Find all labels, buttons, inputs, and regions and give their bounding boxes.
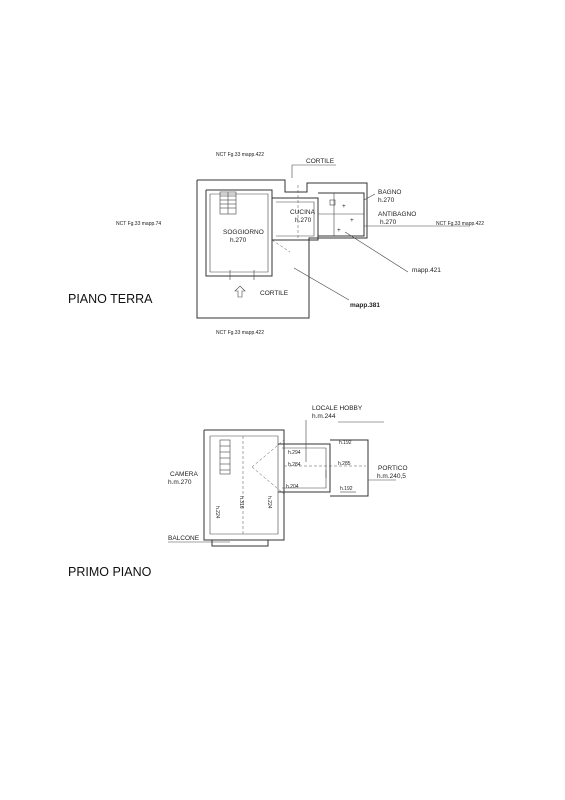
balcone-outline (211, 540, 269, 547)
portico-label: PORTICO (378, 465, 408, 472)
bagno-walls (318, 192, 365, 237)
camera-label: CAMERA (170, 471, 198, 478)
nct-right-label: NCT Fg.33 mapp.422 (436, 221, 484, 227)
h285-label: h.285 (338, 461, 351, 467)
cucina-walls (272, 197, 319, 241)
h204-label: h.204 (286, 484, 299, 490)
bagno-height: h.270 (378, 197, 395, 204)
soggiorno-label: SOGGIORNO (223, 229, 264, 236)
h284-label: h.284 (288, 462, 301, 468)
svg-text:+: + (337, 227, 341, 234)
soggiorno-walls (205, 189, 273, 277)
svg-text:+: + (342, 203, 346, 210)
entrance-arrow-icon (234, 285, 246, 298)
svg-text:+: + (350, 217, 354, 224)
h224-right: h.224 (266, 496, 272, 509)
cortile-bottom-label: CORTILE (260, 290, 289, 297)
locale-hobby-walls (278, 443, 331, 493)
nct-left-label: NCT Fg.33 mapp.74 (116, 221, 161, 227)
bagno-label: BAGNO (378, 189, 401, 196)
camera-height: h.m.270 (168, 479, 192, 486)
portico-height: h.m.240,5 (377, 473, 406, 480)
h316-label: h.316 (238, 496, 244, 509)
soggiorno-height: h.270 (230, 237, 247, 244)
nct-top-label: NCT Fg.33 mapp.422 (216, 152, 264, 158)
stairs-icon (219, 439, 231, 475)
balcone-label: BALCONE (168, 535, 200, 542)
antibagno-label: ANTIBAGNO (378, 211, 416, 218)
cucina-label: CUCINA (290, 209, 316, 216)
first-floor-plan: LOCALE HOBBY h.m.244 h.192 h.294 h.284 h… (68, 405, 408, 579)
primo-piano-title: PRIMO PIANO (68, 565, 152, 579)
camera-walls (203, 429, 285, 541)
nct-bottom-label: NCT Fg.33 mapp.422 (216, 330, 264, 336)
antibagno-height: h.270 (380, 219, 397, 226)
h192-bottom: h.192 (340, 486, 353, 492)
locale-hobby-label: LOCALE HOBBY (312, 405, 363, 412)
cortile-top-label: CORTILE (306, 158, 335, 165)
h294-label: h.294 (288, 450, 301, 456)
piano-terra-title: PIANO TERRA (68, 292, 153, 306)
portico-outline (330, 439, 369, 497)
h224-left: h.224 (214, 506, 220, 519)
stairs-icon (219, 191, 237, 215)
mapp381-label: mapp.381 (350, 302, 380, 309)
h192-top: h.192 (339, 440, 352, 446)
locale-hobby-height: h.m.244 (312, 413, 336, 420)
ground-floor-plan: + + + NCT Fg.33 mapp.422 CORTILE BAGNO h… (68, 152, 484, 336)
mapp421-label: mapp.421 (412, 267, 441, 274)
cucina-height: h.270 (295, 217, 312, 224)
lot-boundary (196, 179, 368, 319)
